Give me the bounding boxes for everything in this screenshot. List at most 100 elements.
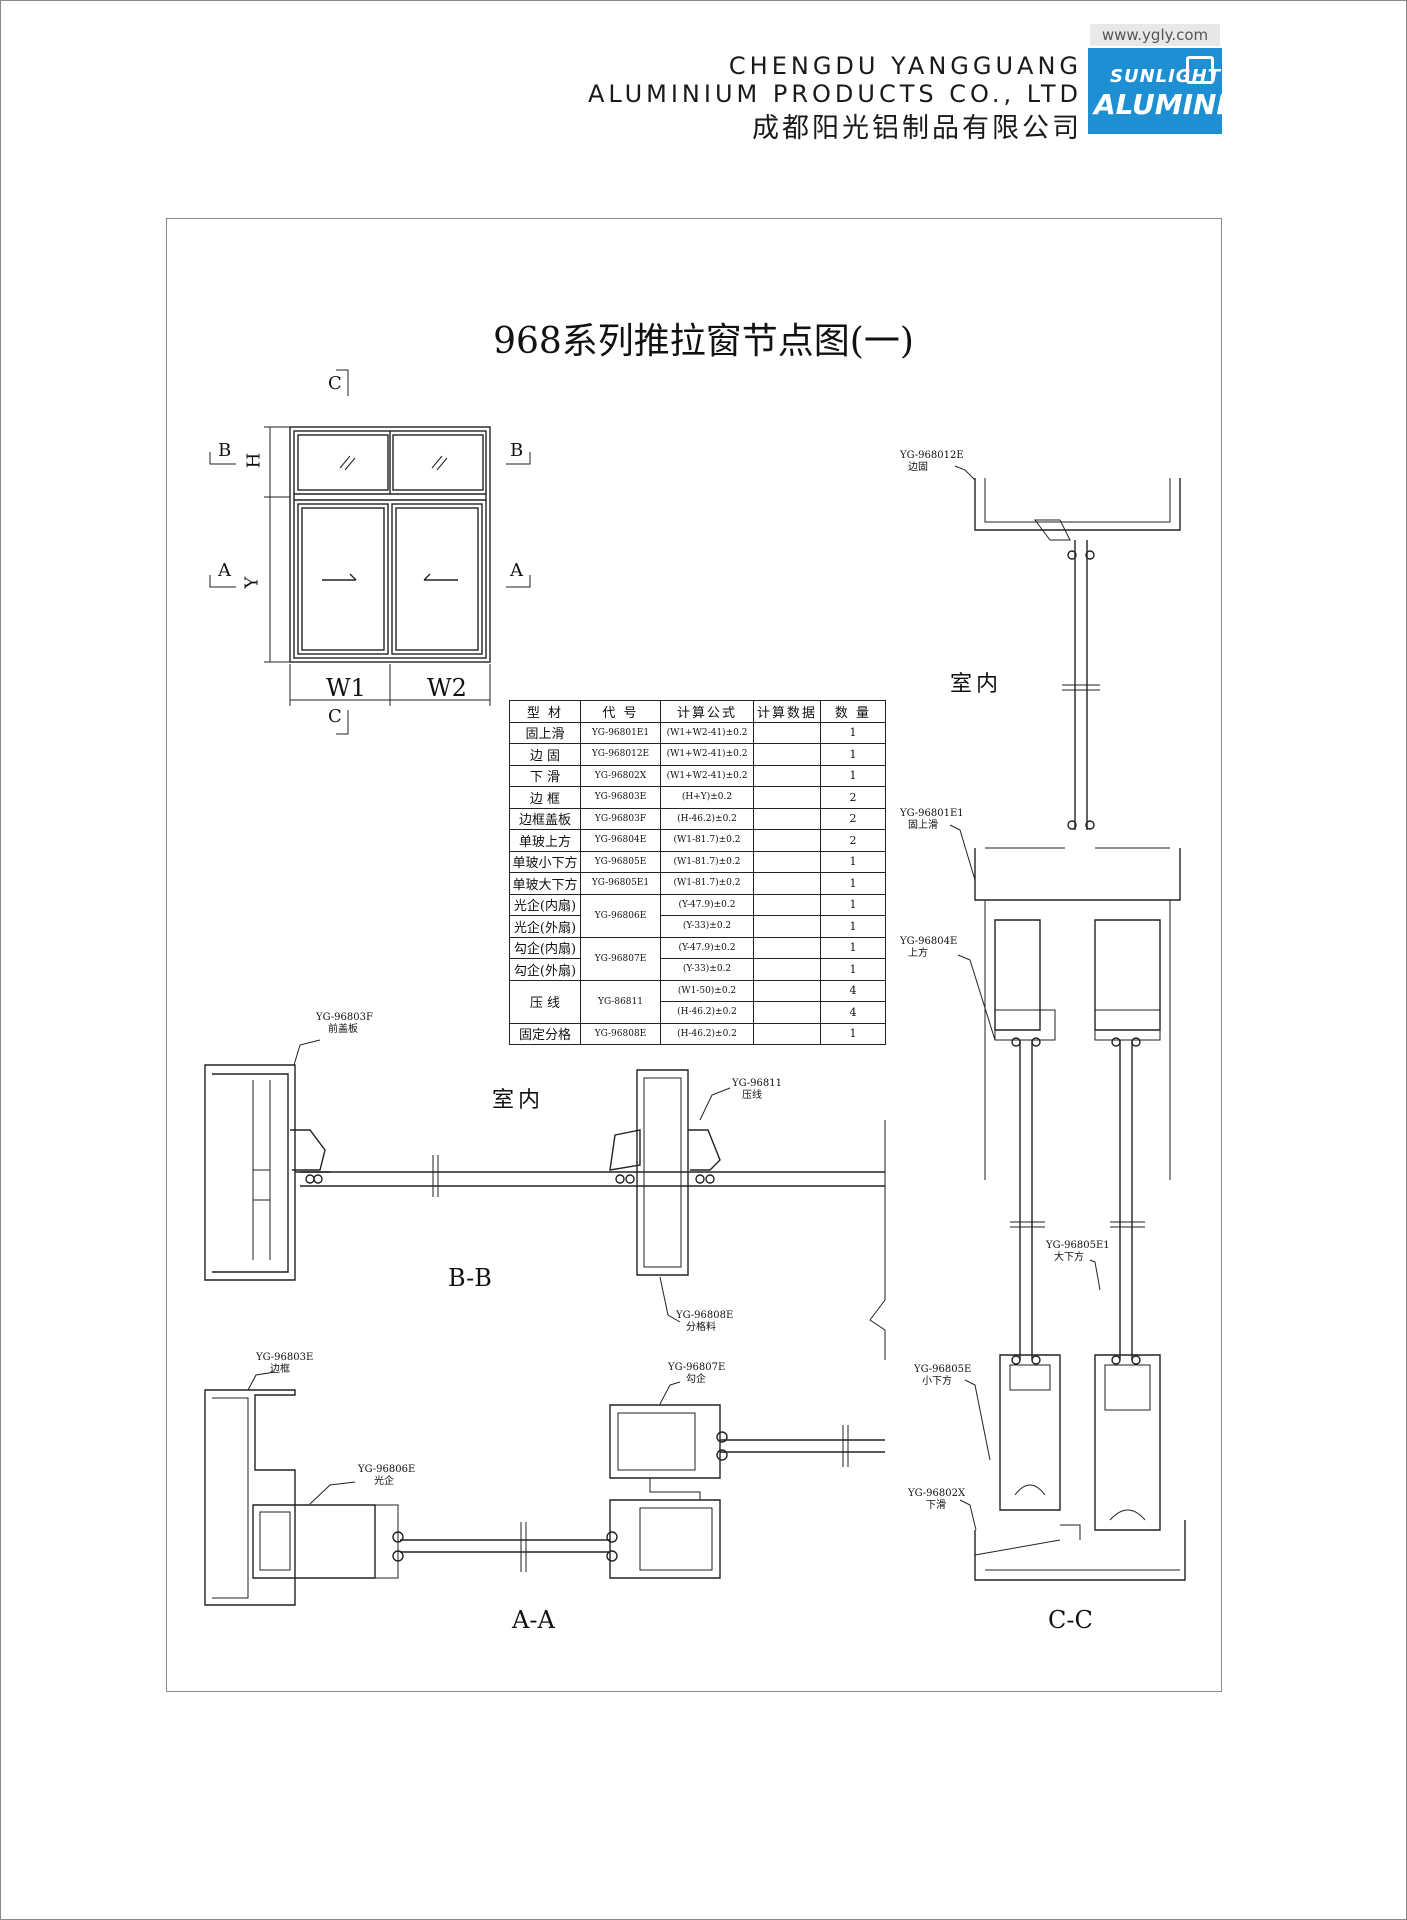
bb-side-frame	[212, 1073, 289, 1273]
callout-name: 勾企	[686, 1374, 706, 1385]
section-mark-b-left: B	[218, 440, 232, 461]
table-cell-qty: 2	[820, 807, 886, 830]
elevation-fixed-pane	[297, 434, 389, 491]
table-cell-code: YG-96802X	[580, 764, 661, 787]
elevation-sash-left	[301, 507, 385, 651]
table-cell-data	[753, 1001, 821, 1024]
company-name-cn: 成都阳光铝制品有限公司	[752, 113, 1082, 144]
table-cell-formula: (Y-33)±0.2	[660, 958, 754, 981]
callout-code: YG-96802X	[908, 1488, 966, 1499]
section-mark-a-left: A	[218, 560, 231, 581]
table-cell-qty: 1	[820, 1022, 886, 1045]
table-cell-code: YG-96803E	[580, 786, 661, 809]
cc-big-bottom-rail	[1094, 1354, 1161, 1531]
callout-code: YG-96803E	[256, 1352, 314, 1363]
table-cell-qty: 1	[820, 743, 886, 766]
table-cell-code: YG-86811	[580, 979, 661, 1024]
table-row: 单玻小下方 YG-96805E (W1-81.7)±0.2 1	[509, 850, 886, 873]
table-cell-data	[753, 786, 821, 809]
callout-name: 边框	[270, 1364, 290, 1375]
callout-code: YG-96811	[732, 1078, 782, 1089]
bb-side-frame	[204, 1064, 296, 1281]
callout-name: 大下方	[1054, 1252, 1084, 1263]
callout-code: YG-96805E	[914, 1364, 972, 1375]
elevation-fixed-pane	[392, 434, 484, 491]
logo-mark-icon	[1186, 56, 1214, 84]
table-cell-qty: 1	[820, 764, 886, 787]
elevation-sash-right	[395, 507, 479, 651]
table-row: 固定分格 YG-96808E (H-46.2)±0.2 1	[509, 1022, 886, 1045]
elevation-sash-left	[297, 503, 389, 655]
profile-spec-table: 型 材 代 号 计算公式 计算数据 数 量 固上滑 YG-96801E1 (W1…	[509, 700, 886, 1045]
callout-name: 压线	[742, 1090, 762, 1101]
table-row: 光企(外扇) (Y-33)±0.2 1	[509, 915, 886, 938]
website-url[interactable]: www.ygly.com	[1090, 24, 1220, 46]
table-cell-name: 固上滑	[509, 721, 581, 744]
table-header: 计算公式	[660, 700, 754, 723]
table-cell-data	[753, 893, 821, 916]
bb-cover-plate	[290, 1129, 326, 1171]
table-cell-formula: (H-46.2)±0.2	[660, 1001, 754, 1024]
table-cell-code: YG-96804E	[580, 829, 661, 852]
table-cell-name: 单玻上方	[509, 829, 581, 852]
aa-side-frame	[204, 1389, 296, 1606]
indoor-label-cc: 室内	[950, 672, 1003, 697]
callout-name: 前盖板	[328, 1024, 358, 1035]
section-aa	[204, 1371, 885, 1606]
callout-cc-edge-frame: YG-968012E 边固	[900, 450, 964, 474]
table-cell-data	[753, 743, 821, 766]
section-mark-c-bottom: C	[328, 706, 342, 727]
section-mark-b-right: B	[510, 440, 524, 461]
table-cell-formula: (Y-47.9)±0.2	[660, 893, 754, 916]
table-cell-qty: 1	[820, 915, 886, 938]
table-row: 边 固 YG-968012E (W1+W2-41)±0.2 1	[509, 743, 886, 766]
table-cell-qty: 1	[820, 850, 886, 873]
aa-plain-stile	[252, 1504, 376, 1579]
table-cell-qty: 2	[820, 786, 886, 809]
table-cell-name: 固定分格	[509, 1022, 581, 1045]
cc-small-bottom-rail	[999, 1354, 1061, 1511]
aa-hook-stile-inner	[609, 1499, 721, 1579]
table-row: 下 滑 YG-96802X (W1+W2-41)±0.2 1	[509, 764, 886, 787]
table-cell-name: 光企(外扇)	[509, 915, 581, 938]
table-cell-data	[753, 764, 821, 787]
table-cell-name: 勾企(外扇)	[509, 958, 581, 981]
table-cell-formula: (H-46.2)±0.2	[660, 1022, 754, 1045]
callout-code: YG-96808E	[676, 1310, 734, 1321]
table-cell-name: 下 滑	[509, 764, 581, 787]
table-cell-name: 压 线	[509, 979, 581, 1024]
table-cell-formula: (Y-33)±0.2	[660, 915, 754, 938]
table-row: 边框盖板 YG-96803F (H-46.2)±0.2 2	[509, 807, 886, 830]
table-cell-qty: 1	[820, 958, 886, 981]
table-cell-name: 光企(内扇)	[509, 893, 581, 916]
table-header: 代 号	[580, 700, 661, 723]
elevation-sash-right	[391, 503, 483, 655]
table-cell-name: 边框盖板	[509, 807, 581, 830]
table-cell-name: 边 框	[509, 786, 581, 809]
table-cell-data	[753, 850, 821, 873]
table-cell-data	[753, 958, 821, 981]
table-cell-qty: 4	[820, 1001, 886, 1024]
elevation-outer-frame	[289, 426, 491, 663]
table-row: 光企(内扇) YG-96806E (Y-47.9)±0.2 1	[509, 893, 886, 938]
company-name-en-line1: CHENGDU YANGGUANG	[728, 52, 1082, 80]
callout-code: YG-96803F	[316, 1012, 373, 1023]
section-bb	[204, 1039, 886, 1360]
table-cell-name: 单玻大下方	[509, 872, 581, 895]
bb-mullion	[636, 1069, 689, 1276]
table-cell-name: 单玻小下方	[509, 850, 581, 873]
table-cell-formula: (W1-81.7)±0.2	[660, 872, 754, 895]
indoor-label-bb: 室内	[492, 1088, 545, 1113]
dim-label-w1: W1	[326, 674, 366, 702]
table-cell-code: YG-96805E1	[580, 872, 661, 895]
drawing-frame	[166, 218, 1222, 1692]
table-row: 勾企(内扇) YG-96807E (Y-47.9)±0.2 1	[509, 936, 886, 981]
callout-cc-small-bottom-rail: YG-96805E 小下方	[914, 1364, 971, 1388]
callout-code: YG-96804E	[900, 936, 958, 947]
callout-bb-glazing-bead: YG-96811 压线	[732, 1078, 782, 1102]
dim-label-w2: W2	[427, 674, 467, 702]
table-cell-data	[753, 872, 821, 895]
bb-bead-right	[688, 1129, 721, 1171]
table-header: 计算数据	[753, 700, 821, 723]
